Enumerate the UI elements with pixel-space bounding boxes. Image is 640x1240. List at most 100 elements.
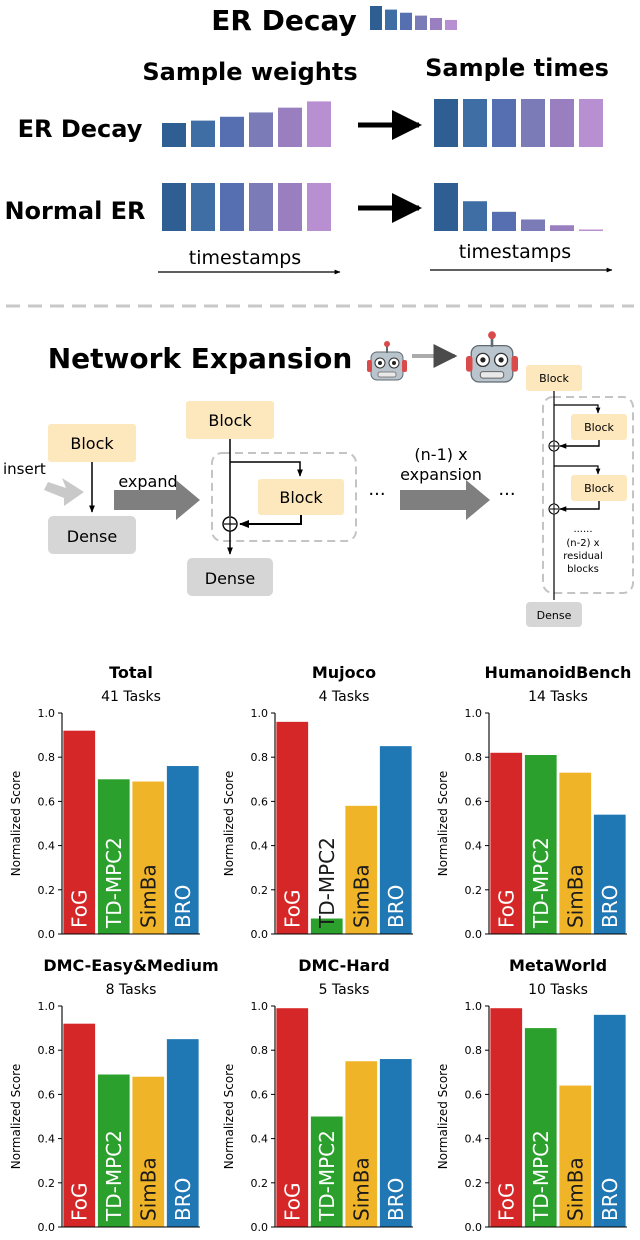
bar-category-label: FoG [67,889,91,928]
y-tick-label: 0.6 [465,795,483,808]
normal-er-weight-bar [249,183,273,231]
y-axis-label: Normalized Score [436,771,450,876]
dense-box [526,602,582,627]
y-tick-label: 1.0 [38,707,56,720]
y-tick-label: 0.2 [251,1177,269,1190]
bar [166,1039,199,1227]
er-decay-time-bar [492,99,516,147]
block-label: Block [208,411,252,430]
normal-er-time-bar [579,229,603,231]
er-decay-weight-bar [278,107,302,147]
row-label-er-decay: ER Decay [18,115,143,143]
normal-er-weight-bar [307,183,331,231]
er-decay-time-bar [521,99,545,147]
title-icon-bar [415,15,427,30]
bar-category-label: BRO [598,885,622,928]
chart-subtitle: 5 Tasks [319,982,370,998]
bar-category-label: FoG [280,1182,304,1221]
y-tick-label: 0.8 [465,1044,483,1057]
y-tick-label: 0.4 [38,840,56,853]
residual-return [239,515,302,528]
final-residual-line1: (n-2) x [566,538,599,549]
y-tick-label: 1.0 [251,707,269,720]
er-decay-weight-bar [249,112,273,147]
y-tick-label: 0.0 [251,928,269,941]
bar-category-label: FoG [494,889,518,928]
er-decay-weight-bar [162,123,186,147]
y-tick-label: 0.8 [251,751,269,764]
er-decay-section: ER Decay Sample weights Sample times ER … [4,4,613,275]
dense-box [187,558,273,596]
normal-er-time-bar [492,211,516,231]
bar-category-label: SimBa [563,1157,587,1221]
bar-category-label: TD-MPC2 [529,837,553,929]
final-block-label: Block [584,421,614,434]
er-decay-time-bars [434,99,603,147]
er-decay-time-bar [579,99,603,147]
final-dots: ...... [573,524,592,535]
er-decay-time-bar [463,99,487,147]
bar [310,1116,343,1227]
y-axis-label: Normalized Score [9,771,23,876]
skip-branch [230,461,303,477]
bar-category-label: FoG [280,889,304,928]
network-expansion-section: Network Expansion [3,331,634,627]
bar-category-label: BRO [384,1178,408,1221]
network-section-title: Network Expansion [48,342,353,375]
y-tick-label: 0.6 [38,795,56,808]
y-tick-label: 0.0 [38,928,56,941]
er-decay-weight-bars [162,101,331,147]
chart-title: DMC-Hard [298,956,389,975]
expansion-label-line2: expansion [400,465,482,484]
y-tick-label: 0.2 [465,1177,483,1190]
title-icon-bar [400,12,412,30]
y-axis-label: Normalized Score [222,771,236,876]
bar [345,805,378,934]
bar-category-label: BRO [171,1178,195,1221]
block-box [571,414,627,440]
bar [276,721,309,934]
y-tick-label: 0.0 [465,928,483,941]
block-label: Block [279,488,323,507]
normal-er-time-bars [434,183,603,231]
bar-category-label: FoG [494,1182,518,1221]
dense-label: Dense [67,527,117,546]
y-tick-label: 0.4 [38,1133,56,1146]
chart-subtitle: 4 Tasks [319,689,370,705]
residual-dashed-box [542,396,634,594]
y-axis-label: Normalized Score [436,1064,450,1169]
bar [345,1061,378,1227]
bar [379,1059,412,1227]
y-axis-label: Normalized Score [9,1064,23,1169]
bar [490,752,523,934]
block-box [48,424,136,462]
bar [490,1008,523,1227]
final-dense-label: Dense [537,609,572,622]
chart-title: DMC-Easy&Medium [43,956,218,975]
bar [63,1023,96,1227]
normal-er-weight-bar [278,183,302,231]
bar-category-label: TD-MPC2 [102,837,126,929]
expansion-label-line1: (n-1) x [414,445,467,464]
chart-title: Total [109,663,153,682]
bar-category-label: TD-MPC2 [315,837,339,929]
y-tick-label: 0.0 [465,1221,483,1234]
normal-er-weight-bars [162,183,331,231]
y-tick-label: 0.6 [251,1088,269,1101]
y-tick-label: 0.6 [251,795,269,808]
residual-return [559,440,600,449]
chart-subtitle: 41 Tasks [101,689,161,705]
chart-title: Mujoco [312,663,376,682]
bar-category-label: FoG [67,1182,91,1221]
y-tick-label: 0.4 [251,840,269,853]
robot-face-icon [367,341,407,381]
bar-category-label: BRO [171,885,195,928]
y-tick-label: 0.6 [465,1088,483,1101]
bar [63,730,96,934]
bar [524,1028,557,1227]
title-icon-bar [370,6,382,30]
